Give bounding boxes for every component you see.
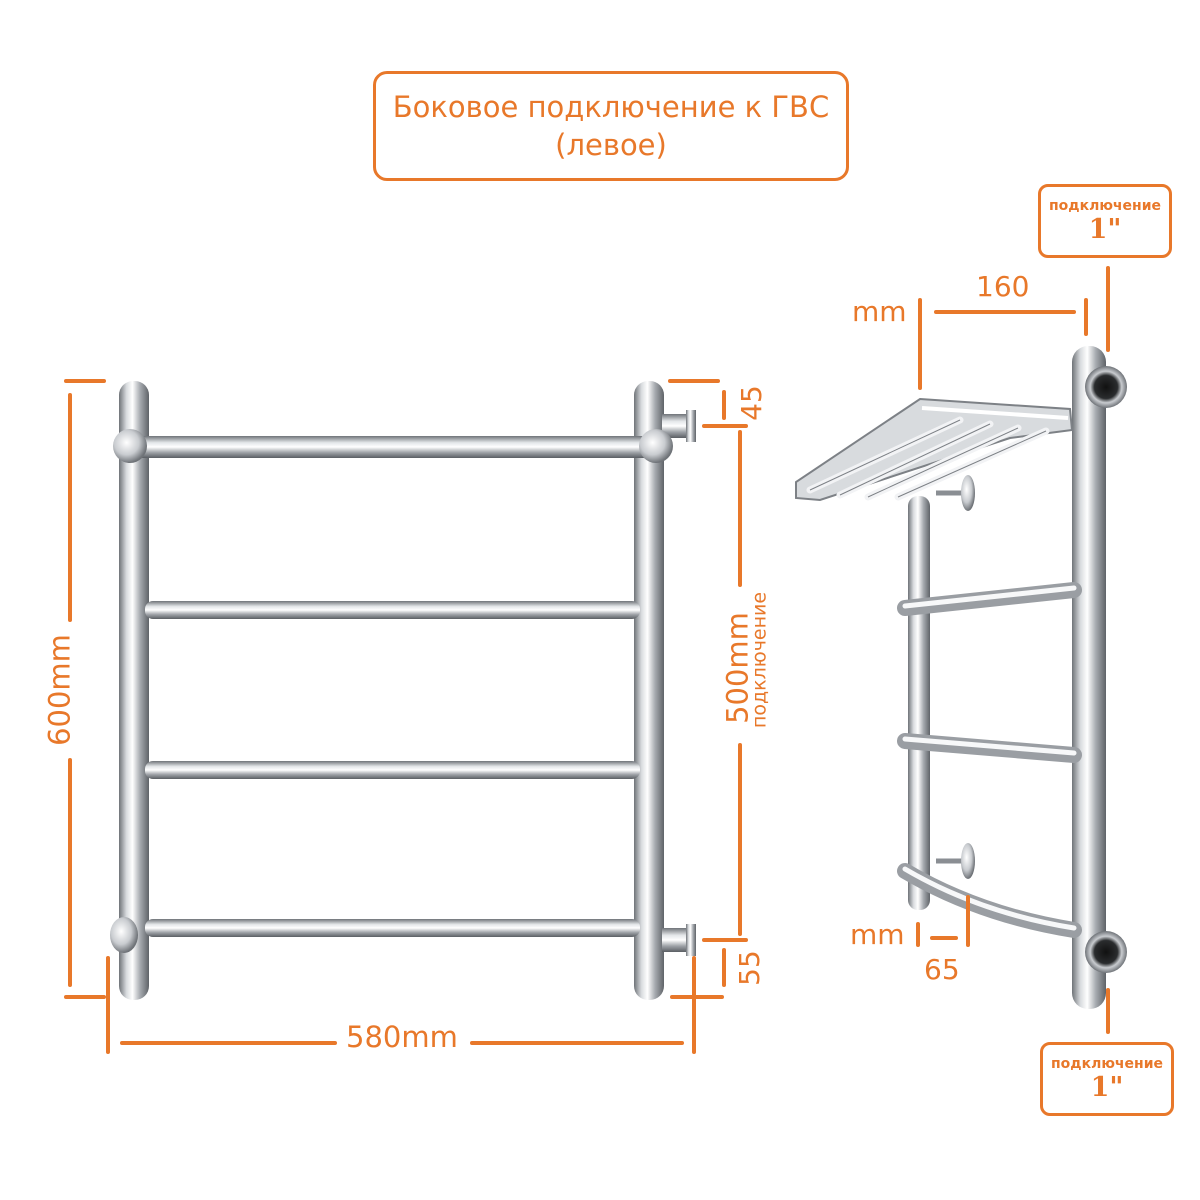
- front-top-fitting-thread: [686, 410, 696, 442]
- connection-box-top: подключение 1": [1038, 184, 1172, 258]
- front-bar-2: [145, 601, 640, 619]
- dimension-bottom-offset-label: 55: [733, 950, 766, 986]
- side-main-riser: [1072, 346, 1106, 1009]
- front-bottom-fitting: [662, 928, 688, 952]
- dimension-height-label: 600mm: [42, 634, 77, 746]
- dimension-wall-gap-label: 65: [924, 953, 960, 986]
- front-top-bar: [128, 436, 656, 458]
- connection-top-value: 1": [1088, 214, 1122, 245]
- connection-top-label: подключение: [1048, 198, 1162, 214]
- connection-bottom-value: 1": [1090, 1072, 1124, 1103]
- dimension-shelf-unit-label: mm: [852, 295, 907, 328]
- connection-bottom-label: подключение: [1050, 1056, 1164, 1072]
- front-bottom-left-joint: [110, 917, 138, 953]
- side-upper-wall-bracket: [961, 475, 975, 511]
- side-top-pipe-end: [1085, 366, 1127, 408]
- title-line-1: Боковое подключение к ГВС: [392, 90, 830, 124]
- side-bottom-pipe-end: [1085, 931, 1127, 973]
- front-view: [110, 381, 696, 1000]
- side-view: [795, 346, 1127, 1009]
- side-dimension-lines: [916, 266, 1110, 1034]
- title-line-2: (левое): [555, 128, 667, 162]
- dimension-connection-note-label: подключение: [748, 591, 771, 729]
- dimension-shelf-depth-label: 160: [976, 270, 1030, 303]
- front-right-pipe: [634, 381, 664, 1000]
- front-bar-3: [145, 761, 640, 779]
- dimension-wall-gap-unit-label: mm: [850, 918, 905, 951]
- front-bottom-fitting-thread: [686, 924, 696, 956]
- front-dimension-lines: [64, 379, 748, 1054]
- side-inner-support: [908, 496, 930, 910]
- title-box: Боковое подключение к ГВС (левое): [373, 71, 849, 181]
- side-lower-wall-bracket: [961, 843, 975, 879]
- front-left-pipe: [119, 381, 149, 1000]
- dimension-top-offset-label: 45: [735, 385, 768, 421]
- dimension-width-label: 580mm: [346, 1020, 458, 1054]
- front-bar-4: [145, 919, 640, 937]
- front-top-right-joint: [639, 429, 673, 463]
- front-top-left-joint: [113, 429, 147, 463]
- connection-box-bottom: подключение 1": [1040, 1042, 1174, 1116]
